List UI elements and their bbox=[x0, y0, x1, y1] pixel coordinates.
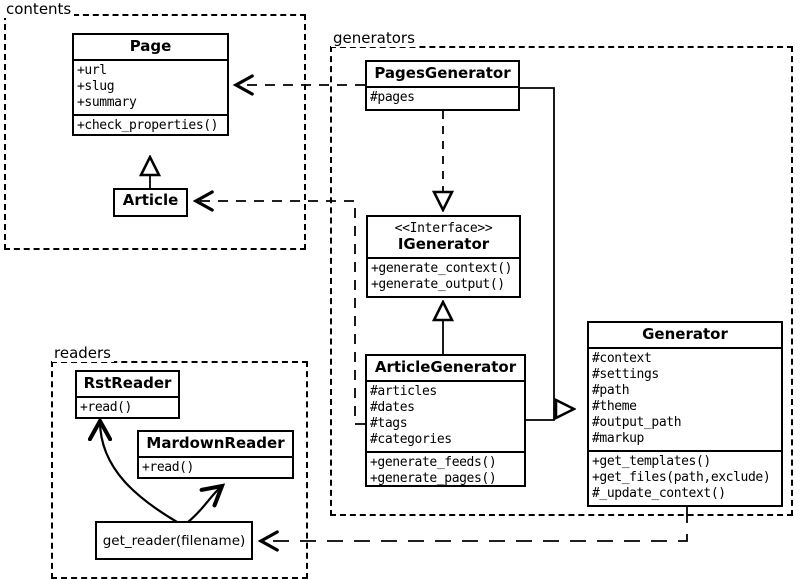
class-article-generator[interactable]: ArticleGenerator #articles #dates #tags … bbox=[365, 354, 526, 487]
attribute: #theme bbox=[592, 399, 637, 414]
class-igenerator-name: IGenerator bbox=[397, 235, 490, 253]
attribute: #pages bbox=[370, 90, 415, 105]
class-article-generator-attributes: #articles #dates #tags #categories bbox=[367, 380, 524, 451]
class-article-generator-methods: +generate_feeds() +generate_pages() bbox=[367, 451, 524, 490]
method: +generate_output() bbox=[371, 277, 505, 292]
attribute: +url bbox=[77, 63, 107, 78]
method: +get_files(path,exclude) bbox=[592, 470, 771, 485]
attribute: #articles bbox=[370, 384, 437, 399]
class-article-generator-title: ArticleGenerator bbox=[374, 358, 517, 376]
class-pages-generator-attributes: #pages bbox=[367, 86, 518, 109]
class-rst-reader-title: RstReader bbox=[83, 374, 172, 392]
package-contents bbox=[4, 14, 306, 250]
attribute: +summary bbox=[77, 95, 137, 110]
function-get-reader[interactable]: get_reader(filename) bbox=[95, 521, 253, 560]
class-igenerator-title: <<Interface>> IGenerator bbox=[368, 217, 519, 257]
package-contents-label: contents bbox=[4, 1, 75, 18]
class-pages-generator-title: PagesGenerator bbox=[374, 64, 511, 82]
class-rst-reader[interactable]: RstReader +read() bbox=[75, 370, 180, 419]
attribute: #markup bbox=[592, 431, 644, 446]
class-mardown-reader[interactable]: MardownReader +read() bbox=[137, 430, 294, 479]
method: +check_properties() bbox=[77, 118, 219, 133]
method: +generate_feeds() bbox=[370, 455, 497, 470]
method: +read() bbox=[142, 460, 194, 475]
attribute: +slug bbox=[77, 79, 115, 94]
attribute: #context bbox=[592, 351, 652, 366]
class-generator-methods: +get_templates() +get_files(path,exclude… bbox=[589, 450, 781, 505]
package-readers-label: readers bbox=[52, 345, 114, 362]
method: +generate_pages() bbox=[370, 471, 497, 486]
class-pages-generator[interactable]: PagesGenerator #pages bbox=[365, 60, 520, 111]
class-page-methods: +check_properties() bbox=[74, 114, 227, 137]
class-article-title: Article bbox=[122, 191, 179, 209]
class-igenerator-stereotype: <<Interface>> bbox=[394, 221, 493, 236]
class-generator[interactable]: Generator #context #settings #path #them… bbox=[587, 321, 783, 507]
method: +generate_context() bbox=[371, 261, 513, 276]
package-generators-label: generators bbox=[331, 30, 418, 47]
attribute: #tags bbox=[370, 416, 408, 431]
class-igenerator-methods: +generate_context() +generate_output() bbox=[368, 257, 519, 296]
method: +read() bbox=[80, 400, 132, 415]
class-article[interactable]: Article bbox=[113, 188, 188, 217]
attribute: #output_path bbox=[592, 415, 682, 430]
method: #_update_context() bbox=[592, 486, 726, 501]
attribute: #settings bbox=[592, 367, 659, 382]
function-get-reader-label: get_reader(filename) bbox=[102, 532, 246, 549]
package-readers bbox=[51, 361, 308, 579]
method: +get_templates() bbox=[592, 454, 711, 469]
attribute: #path bbox=[592, 383, 630, 398]
class-mardown-reader-methods: +read() bbox=[139, 456, 292, 479]
class-igenerator[interactable]: <<Interface>> IGenerator +generate_conte… bbox=[366, 215, 521, 298]
class-mardown-reader-title: MardownReader bbox=[146, 434, 285, 452]
class-generator-attributes: #context #settings #path #theme #output_… bbox=[589, 347, 781, 450]
class-page-attributes: +url +slug +summary bbox=[74, 59, 227, 114]
attribute: #dates bbox=[370, 400, 415, 415]
class-rst-reader-methods: +read() bbox=[77, 396, 178, 419]
class-page-title: Page bbox=[129, 37, 172, 55]
class-generator-title: Generator bbox=[642, 325, 728, 343]
class-page[interactable]: Page +url +slug +summary +check_properti… bbox=[72, 33, 229, 136]
attribute: #categories bbox=[370, 432, 452, 447]
